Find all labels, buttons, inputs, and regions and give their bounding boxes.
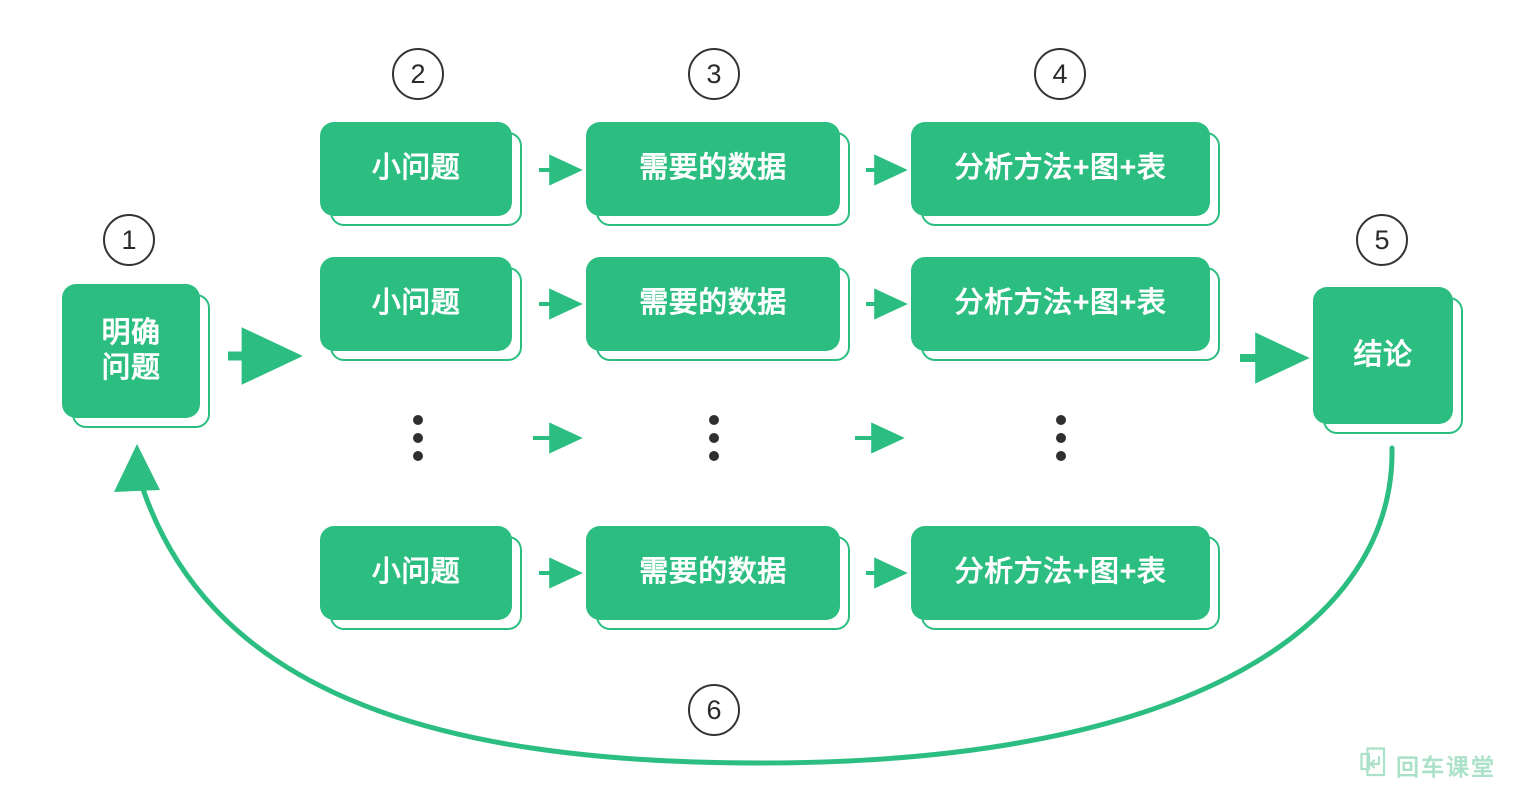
node-required-data-r3[interactable]: 需要的数据: [586, 526, 850, 630]
node-clarify-problem[interactable]: 明确 问题: [62, 284, 210, 428]
node-required-data-r2-label: 需要的数据: [586, 257, 840, 351]
watermark-text: 回车课堂: [1396, 753, 1496, 780]
step-badge-2-label: 2: [410, 58, 426, 89]
feedback-loop-arrowhead: [114, 444, 160, 492]
node-subquestion-r1[interactable]: 小问题: [320, 122, 522, 226]
node-required-data-r1-label: 需要的数据: [586, 122, 840, 216]
node-subquestion-r3-label: 小问题: [320, 526, 512, 620]
step-badge-4-label: 4: [1052, 58, 1068, 89]
dot: [413, 433, 423, 443]
dot: [709, 433, 719, 443]
dot: [709, 451, 719, 461]
ellipsis-analysis-method: [1055, 415, 1067, 461]
step-badge-3-label: 3: [706, 58, 722, 89]
step-badge-4: 4: [1034, 48, 1086, 100]
step-badge-6-label: 6: [706, 694, 722, 725]
node-conclusion[interactable]: 结论: [1313, 287, 1463, 434]
node-analysis-method-r1-label: 分析方法+图+表: [911, 122, 1210, 216]
node-subquestion-r2-label: 小问题: [320, 257, 512, 351]
node-required-data-r2[interactable]: 需要的数据: [586, 257, 850, 361]
node-analysis-method-r1[interactable]: 分析方法+图+表: [911, 122, 1220, 226]
dot: [1056, 433, 1066, 443]
node-required-data-r1[interactable]: 需要的数据: [586, 122, 850, 226]
node-conclusion-label: 结论: [1313, 287, 1453, 424]
step-badge-5-label: 5: [1374, 224, 1390, 255]
node-analysis-method-r2-label: 分析方法+图+表: [911, 257, 1210, 351]
document-enter-icon: [1360, 747, 1387, 782]
node-analysis-method-r3[interactable]: 分析方法+图+表: [911, 526, 1220, 630]
step-badge-1-label: 1: [121, 224, 137, 255]
node-subquestion-r2[interactable]: 小问题: [320, 257, 522, 361]
ellipsis-required-data: [708, 415, 720, 461]
step-badge-5: 5: [1356, 214, 1408, 266]
dot: [1056, 415, 1066, 425]
node-clarify-problem-label: 明确 问题: [62, 284, 200, 418]
node-analysis-method-r2[interactable]: 分析方法+图+表: [911, 257, 1220, 361]
node-subquestion-r3[interactable]: 小问题: [320, 526, 522, 630]
dot: [413, 415, 423, 425]
dot: [1056, 451, 1066, 461]
watermark: 回车课堂: [1360, 747, 1496, 782]
ellipsis-subquestion: [412, 415, 424, 461]
node-analysis-method-r3-label: 分析方法+图+表: [911, 526, 1210, 620]
step-badge-6: 6: [688, 684, 740, 736]
dot: [709, 415, 719, 425]
step-badge-3: 3: [688, 48, 740, 100]
dot: [413, 451, 423, 461]
node-subquestion-r1-label: 小问题: [320, 122, 512, 216]
step-badge-1: 1: [103, 214, 155, 266]
step-badge-2: 2: [392, 48, 444, 100]
node-required-data-r3-label: 需要的数据: [586, 526, 840, 620]
